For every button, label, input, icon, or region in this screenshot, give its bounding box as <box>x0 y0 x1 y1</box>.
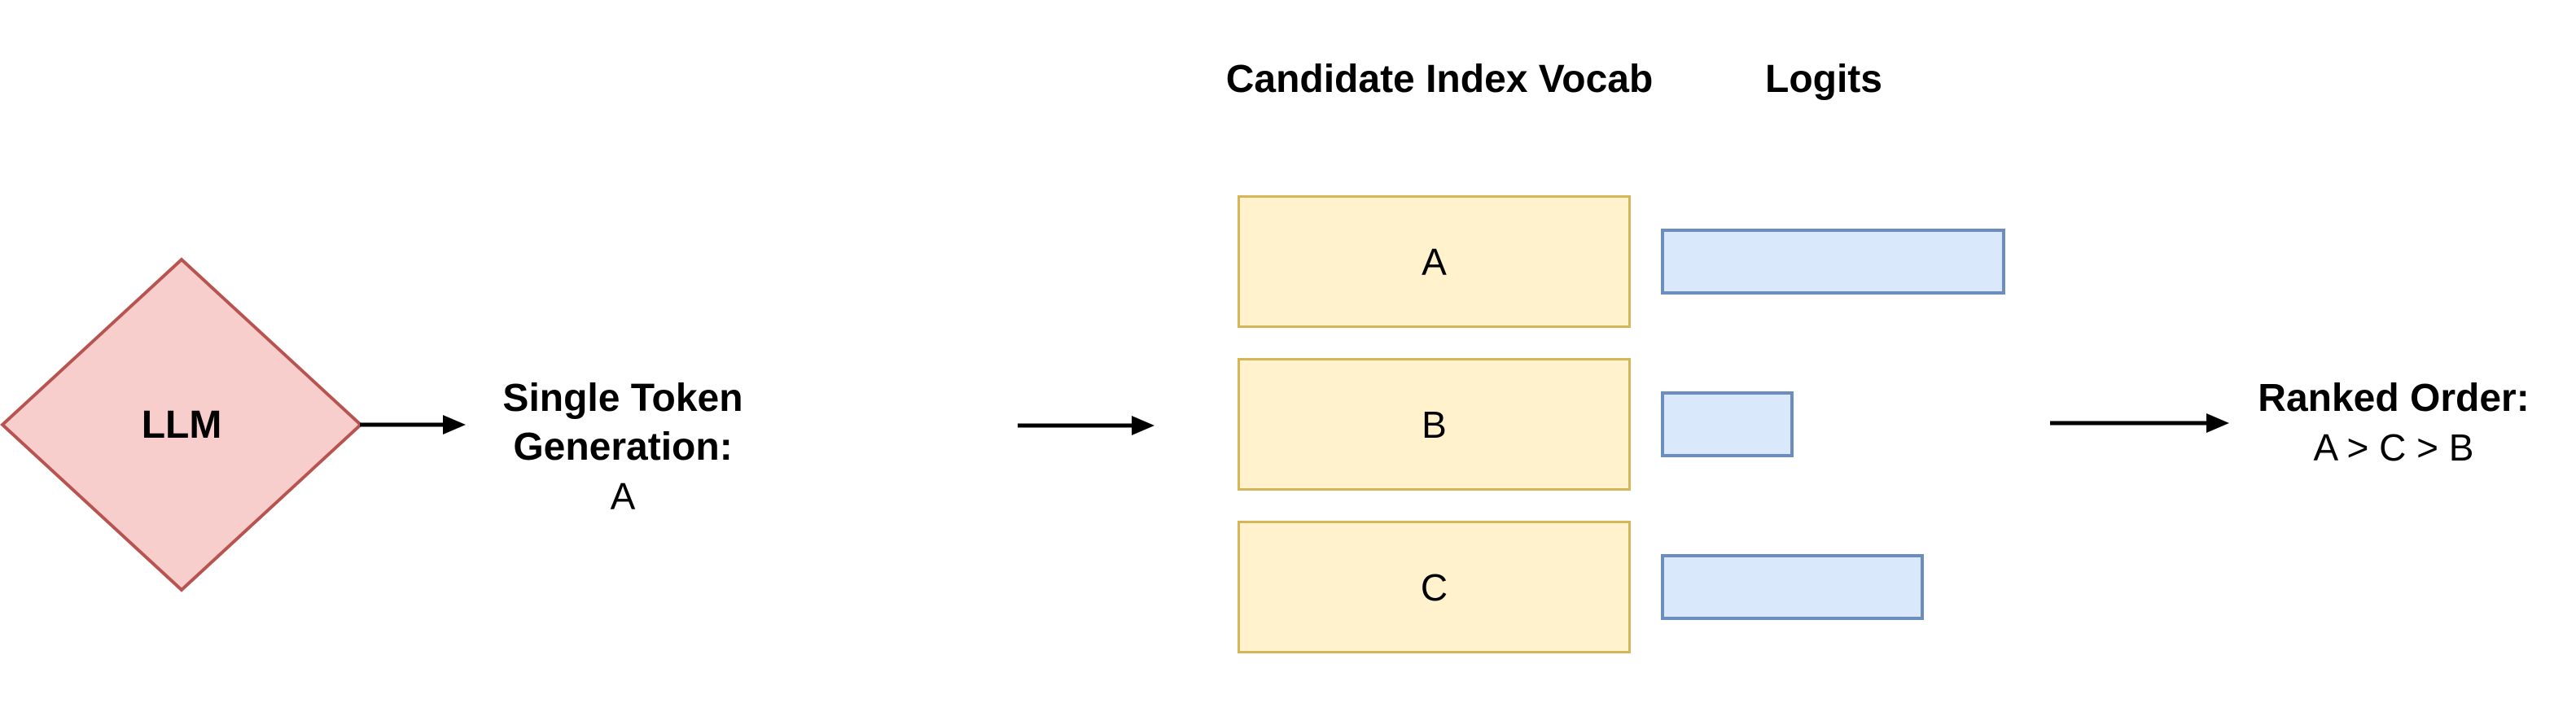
logit-bar-a <box>1661 229 2005 295</box>
vocab-box-c: C <box>1238 521 1631 653</box>
logit-bar-b <box>1661 391 1794 457</box>
arrow-llm-to-generation <box>360 415 466 434</box>
arrowhead-icon <box>443 415 466 434</box>
llm-diamond-polygon <box>0 257 363 592</box>
arrowhead-icon <box>2206 413 2229 433</box>
candidate-row-c: C <box>1238 521 2052 653</box>
llm-node-label: LLM <box>141 403 222 447</box>
arrowhead-icon <box>1132 416 1154 435</box>
ranked-order-title: Ranked Order: <box>2258 377 2530 420</box>
ranked-order-value: A > C > B <box>2313 426 2474 469</box>
header-logits: Logits <box>1765 58 1882 101</box>
arrow-candidates-to-ranked <box>2050 413 2229 433</box>
arrow-generation-to-candidates <box>1018 416 1154 435</box>
ranked-order-text-block: Ranked Order: A > C > B <box>2190 374 2576 472</box>
llm-diamond-shape <box>0 257 363 592</box>
candidate-row-b: B <box>1238 358 2052 491</box>
generation-token: A <box>610 475 636 517</box>
logit-bar-c <box>1661 554 1924 620</box>
vocab-box-a: A <box>1238 195 1631 328</box>
candidate-row-a: A <box>1238 195 2052 328</box>
vocab-box-b: B <box>1238 358 1631 491</box>
generation-text-block: Single Token Generation: A <box>419 374 826 521</box>
header-candidate-index-vocab: Candidate Index Vocab <box>1225 58 1654 101</box>
generation-title: Single Token Generation: <box>502 377 743 469</box>
